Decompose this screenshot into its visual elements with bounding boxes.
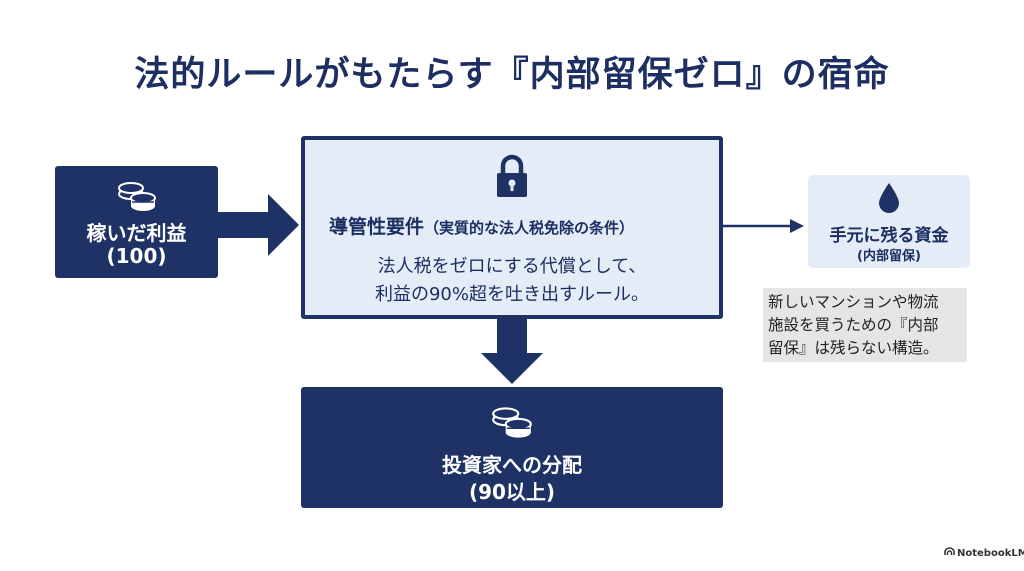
requirement-heading-main: 導管性要件 [329, 216, 425, 238]
distribution-box: 投資家への分配 (90以上) [301, 387, 723, 508]
lock-icon [495, 154, 529, 202]
drop-icon [877, 182, 901, 218]
note-line2: 施設を買うための『内部 [768, 316, 939, 334]
brand-label: NotebookLM [957, 548, 1024, 559]
coins-icon [115, 178, 159, 218]
coins-icon [489, 403, 535, 445]
arrow-requirement-to-retained-head [790, 219, 804, 233]
requirement-desc-line1: 法人税をゼロにする代償として、 [377, 256, 647, 277]
note-callout: 新しいマンションや物流 施設を買うための『内部 留保』は残らない構造。 [763, 288, 967, 362]
arrow-requirement-to-distribution [481, 319, 543, 384]
earnings-label: 稼いだ利益 [86, 221, 187, 245]
retained-funds-box: 手元に残る資金 (内部留保) [808, 175, 970, 268]
page-title: 法的ルールがもたらす『内部留保ゼロ』の宿命 [134, 55, 890, 95]
distribution-value: (90以上) [468, 480, 556, 504]
arrow-earnings-to-requirement [218, 194, 299, 256]
requirement-heading-sub: （実質的な法人税免除の条件） [424, 219, 635, 237]
requirement-heading: 導管性要件（実質的な法人税免除の条件） [329, 212, 699, 239]
retained-funds-sub: (内部留保) [857, 249, 921, 264]
earnings-value: (100) [106, 244, 167, 268]
notebooklm-brand: NotebookLM [944, 547, 1024, 559]
distribution-label: 投資家への分配 [442, 453, 582, 477]
notebooklm-logo-icon [944, 547, 955, 559]
note-line1: 新しいマンションや物流 [768, 293, 939, 311]
requirement-box: 導管性要件（実質的な法人税免除の条件） 法人税をゼロにする代償として、 利益の9… [301, 136, 723, 319]
requirement-desc-line2: 利益の90%超を吐き出すルール。 [374, 284, 649, 305]
retained-funds-label: 手元に残る資金 [829, 226, 949, 246]
earnings-box: 稼いだ利益 (100) [55, 166, 218, 278]
note-line3: 留保』は残らない構造。 [768, 339, 939, 357]
